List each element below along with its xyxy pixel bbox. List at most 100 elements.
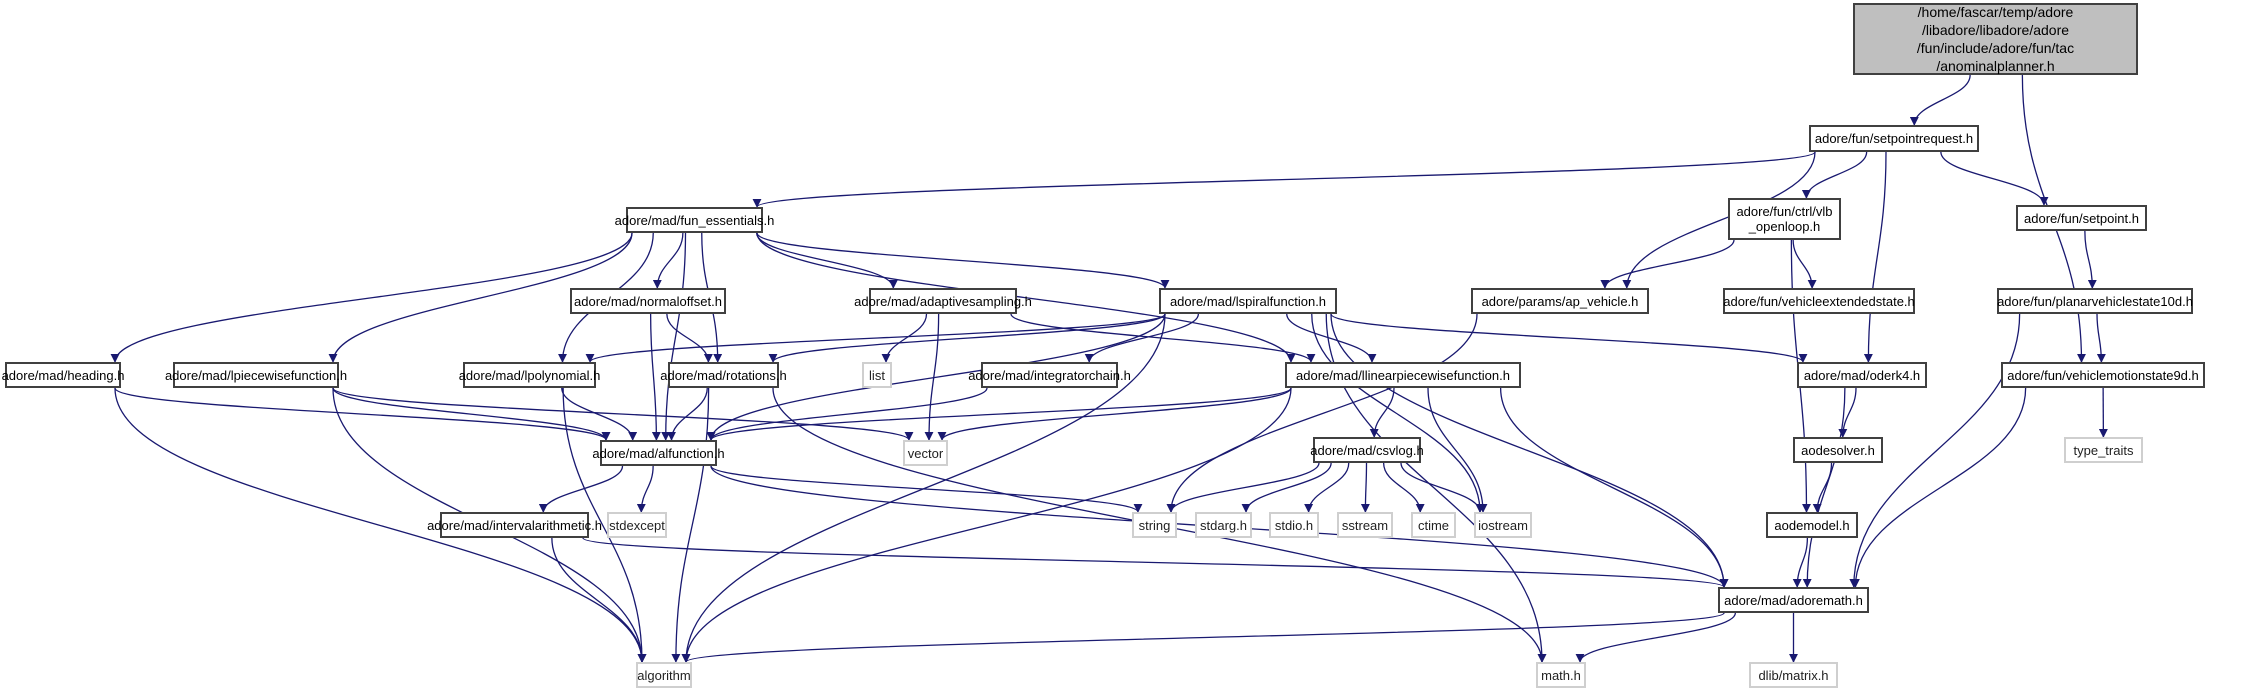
node-intervalarithmetic[interactable]: adore/mad/intervalarithmetic.h bbox=[427, 512, 602, 538]
edge-heading-to-alfunction bbox=[114, 387, 611, 441]
edge-intervalarithmetic-to-algorithm bbox=[551, 537, 647, 663]
node-vehiclemotionstate9d[interactable]: adore/fun/vehiclemotionstate9d.h bbox=[2001, 362, 2205, 388]
node-algorithm: algorithm bbox=[636, 662, 692, 688]
node-stdarg: stdarg.h bbox=[1195, 512, 1252, 538]
edge-csvlog-to-ctime bbox=[1382, 462, 1425, 513]
edge-adaptivesampling-to-list bbox=[881, 313, 928, 363]
edge-integratorchain-to-alfunction bbox=[706, 387, 988, 441]
node-setpointrequest[interactable]: adore/fun/setpointrequest.h bbox=[1809, 125, 1979, 152]
node-string: string bbox=[1132, 512, 1177, 538]
node-lpiecewisefunction[interactable]: adore/mad/lpiecewisefunction.h bbox=[165, 362, 347, 388]
edge-lspiralfunction-to-iostream bbox=[1311, 313, 1485, 513]
edge-setpointrequest-to-ap_vehicle bbox=[1622, 151, 1816, 289]
edge-csvlog-to-iostream bbox=[1400, 462, 1485, 513]
edge-aodemodel-to-adoremath bbox=[1792, 537, 1809, 588]
edge-oderk4-to-aodesolver bbox=[1838, 387, 1857, 438]
node-fun-essentials[interactable]: adore/mad/fun_essentials.h bbox=[615, 207, 774, 233]
edge-fun_essentials-to-adaptivesampling bbox=[755, 232, 898, 289]
node-setpoint[interactable]: adore/fun/setpoint.h bbox=[2016, 205, 2147, 231]
edge-fun_essentials-to-alfunction bbox=[661, 232, 687, 441]
node-adaptivesampling[interactable]: adore/mad/adaptivesampling.h bbox=[854, 288, 1032, 314]
edge-normaloffset-to-alfunction bbox=[649, 313, 661, 441]
edge-setpointrequest-to-oderk4 bbox=[1863, 151, 1887, 363]
edge-adoremath-to-algorithm bbox=[681, 612, 1725, 663]
node-lpolynomial[interactable]: adore/mad/lpolynomial.h bbox=[459, 362, 600, 388]
edge-intervalarithmetic-to-adoremath bbox=[582, 537, 1729, 588]
edge-vlb_openloop-to-ap_vehicle bbox=[1600, 239, 1735, 289]
node-oderk4[interactable]: adore/mad/oderk4.h bbox=[1797, 362, 1927, 388]
node-lspiralfunction[interactable]: adore/mad/lspiralfunction.h bbox=[1159, 288, 1337, 314]
node-heading[interactable]: adore/mad/heading.h bbox=[2, 362, 124, 388]
node-alfunction[interactable]: adore/mad/alfunction.h bbox=[592, 440, 725, 466]
edge-lspiralfunction-to-rotations bbox=[768, 313, 1166, 363]
edge-oderk4-to-adoremath bbox=[1802, 387, 1846, 588]
node-integratorchain[interactable]: adore/mad/integratorchain.h bbox=[968, 362, 1131, 388]
node-stdio: stdio.h bbox=[1269, 512, 1319, 538]
edge-lpolynomial-to-algorithm bbox=[562, 387, 647, 663]
node-type-traits: type_traits bbox=[2064, 437, 2143, 463]
edge-csvlog-to-string bbox=[1166, 462, 1320, 513]
edge-lpiecewisefunction-to-alfunction bbox=[332, 387, 611, 441]
edge-setpointrequest-to-vlb_openloop bbox=[1801, 151, 1868, 199]
edge-lpiecewisefunction-to-vector bbox=[332, 387, 914, 441]
edge-lspiralfunction-to-oderk4 bbox=[1330, 313, 1808, 363]
node-ap-vehicle[interactable]: adore/params/ap_vehicle.h bbox=[1471, 288, 1649, 314]
node-iostream: iostream bbox=[1474, 512, 1532, 538]
edge-llinearpiecewisefunction-to-algorithm bbox=[681, 387, 1292, 663]
node-math-h: math.h bbox=[1536, 662, 1586, 688]
node-adoremath[interactable]: adore/mad/adoremath.h bbox=[1718, 587, 1869, 613]
node-vlb-openloop[interactable]: adore/fun/ctrl/vlb _openloop.h bbox=[1728, 198, 1841, 240]
node-sstream: sstream bbox=[1337, 512, 1393, 538]
edge-heading-to-algorithm bbox=[114, 387, 647, 663]
edge-lspiralfunction-to-algorithm bbox=[681, 313, 1166, 663]
edge-llinearpiecewisefunction-to-alfunction bbox=[706, 387, 1292, 441]
edge-adoremath-to-math_h bbox=[1575, 612, 1737, 663]
edge-fun_essentials-to-heading bbox=[110, 232, 633, 363]
node-rotations[interactable]: adore/mad/rotations.h bbox=[660, 362, 787, 388]
edge-lspiralfunction-to-llinearpiecewisefunction bbox=[1286, 313, 1377, 363]
edge-alfunction-to-stdexcept bbox=[636, 465, 654, 513]
edge-aodesolver-to-aodemodel bbox=[1812, 462, 1833, 513]
edge-llinearpiecewisefunction-to-csvlog bbox=[1369, 387, 1395, 438]
edge-llinearpiecewisefunction-to-adoremath bbox=[1499, 387, 1729, 588]
edge-alfunction-to-intervalarithmetic bbox=[538, 465, 624, 513]
node-stdexcept: stdexcept bbox=[607, 512, 667, 538]
node-llinearpiecewisefunction[interactable]: adore/mad/llinearpiecewisefunction.h bbox=[1285, 362, 1521, 388]
node-aodemodel[interactable]: aodemodel.h bbox=[1766, 512, 1858, 538]
edge-alfunction-to-string bbox=[710, 465, 1143, 513]
edge-setpoint-to-planarvehiclestate10d bbox=[2084, 230, 2097, 289]
node-csvlog[interactable]: adore/mad/csvlog.h bbox=[1310, 437, 1424, 463]
edge-fun_essentials-to-llinearpiecewisefunction bbox=[756, 232, 1296, 363]
node-vector: vector bbox=[903, 440, 948, 466]
edge-ap_vehicle-to-string bbox=[1166, 313, 1478, 513]
edge-setpointrequest-to-setpoint bbox=[1940, 151, 2049, 206]
edge-csvlog-to-sstream bbox=[1360, 462, 1370, 513]
edge-fun_essentials-to-normaloffset bbox=[652, 232, 684, 289]
node-dlib-matrix: dlib/matrix.h bbox=[1749, 662, 1838, 688]
edge-csvlog-to-stdio bbox=[1304, 462, 1350, 513]
edge-planarvehiclestate10d-to-vehiclemotionstate9d bbox=[2096, 313, 2106, 363]
edge-fun_essentials-to-lpiecewisefunction bbox=[328, 232, 633, 363]
edge-csvlog-to-stdarg bbox=[1241, 462, 1332, 513]
node-vehicleextendedstate[interactable]: adore/fun/vehicleextendedstate.h bbox=[1723, 288, 1915, 314]
edge-normaloffset-to-rotations bbox=[666, 313, 713, 363]
node-planarvehiclestate10d[interactable]: adore/fun/planarvehiclestate10d.h bbox=[1997, 288, 2193, 314]
node-normaloffset[interactable]: adore/mad/normaloffset.h bbox=[570, 288, 726, 314]
edge-planarvehiclestate10d-to-adoremath bbox=[1849, 313, 2021, 588]
edge-llinearpiecewisefunction-to-iostream bbox=[1427, 387, 1488, 513]
edge-lspiralfunction-to-adoremath bbox=[1330, 313, 1729, 588]
edge-lpolynomial-to-alfunction bbox=[561, 387, 638, 441]
edge-llinearpiecewisefunction-to-vector bbox=[937, 387, 1292, 441]
edge-root-to-setpointrequest bbox=[1909, 74, 1971, 126]
edge-setpointrequest-to-fun_essentials bbox=[752, 151, 1816, 208]
edge-vlb_openloop-to-vehicleextendedstate bbox=[1792, 239, 1817, 289]
node-ctime: ctime bbox=[1411, 512, 1456, 538]
edge-vehiclemotionstate9d-to-adoremath bbox=[1850, 387, 2027, 588]
node-list: list bbox=[862, 362, 892, 388]
edge-rotations-to-alfunction bbox=[667, 387, 708, 441]
edge-rotations-to-algorithm bbox=[671, 387, 710, 663]
edge-lspiralfunction-to-alfunction bbox=[706, 313, 1166, 441]
node-aodesolver[interactable]: aodesolver.h bbox=[1793, 437, 1883, 463]
node-anominalplanner[interactable]: /home/fascar/temp/adore /libadore/libado… bbox=[1853, 3, 2138, 75]
